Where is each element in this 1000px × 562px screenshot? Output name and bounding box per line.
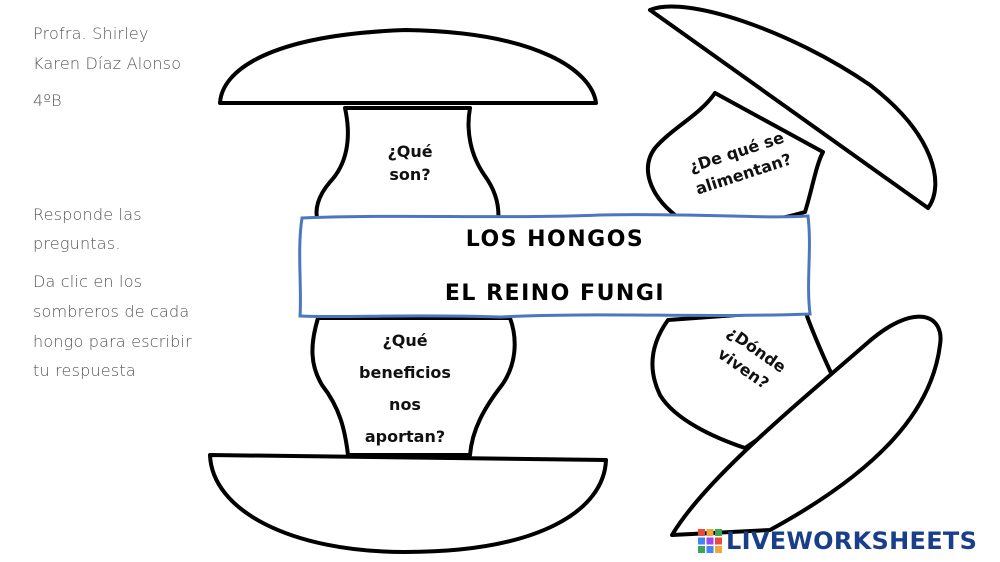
instruction-line: preguntas.	[33, 234, 121, 253]
instruction-line: Responde las	[33, 205, 142, 224]
instruction-line: Da clic en los	[33, 272, 143, 291]
mushroom-cap-bottom-left[interactable]	[208, 453, 608, 554]
question-text: aportan?	[364, 427, 446, 446]
liveworksheets-brand: LIVEWORKSHEETS	[697, 526, 977, 556]
teacher-name-line1: Profra. Shirley	[33, 24, 149, 43]
instruction-line: sombreros de cada	[33, 302, 190, 321]
question-text: ¿Qué	[387, 142, 433, 161]
instruction-line: hongo para escribir	[33, 332, 192, 351]
title-el-reino-fungi: EL REINO FUNGI	[444, 281, 666, 306]
liveworksheets-logo-icon	[698, 529, 722, 553]
title-box: LOS HONGOS EL REINO FUNGI	[300, 215, 810, 317]
grade-label: 4ºB	[33, 91, 62, 110]
mushroom-cap-bottom-right[interactable]	[670, 314, 943, 537]
instruction-line: tu respuesta	[33, 361, 136, 380]
question-text: ¿Qué	[382, 331, 428, 350]
question-text: son?	[389, 165, 431, 184]
mushroom-cap-top-right[interactable]	[648, 4, 938, 210]
title-los-hongos: LOS HONGOS	[465, 227, 645, 252]
question-text: nos	[389, 395, 421, 414]
teacher-name-line2: Karen Díaz Alonso	[33, 54, 182, 73]
question-que-son: ¿Qué son?	[360, 140, 460, 186]
mushroom-cap-top-left[interactable]	[218, 28, 598, 105]
question-que-beneficios-nos-aportan: ¿Qué beneficios nos aportan?	[340, 325, 470, 453]
mushroom-stem-bottom-left	[310, 316, 517, 457]
brand-name: LIVEWORKSHEETS	[726, 527, 978, 555]
question-text: beneficios	[359, 363, 451, 382]
title-box-border	[298, 213, 812, 319]
